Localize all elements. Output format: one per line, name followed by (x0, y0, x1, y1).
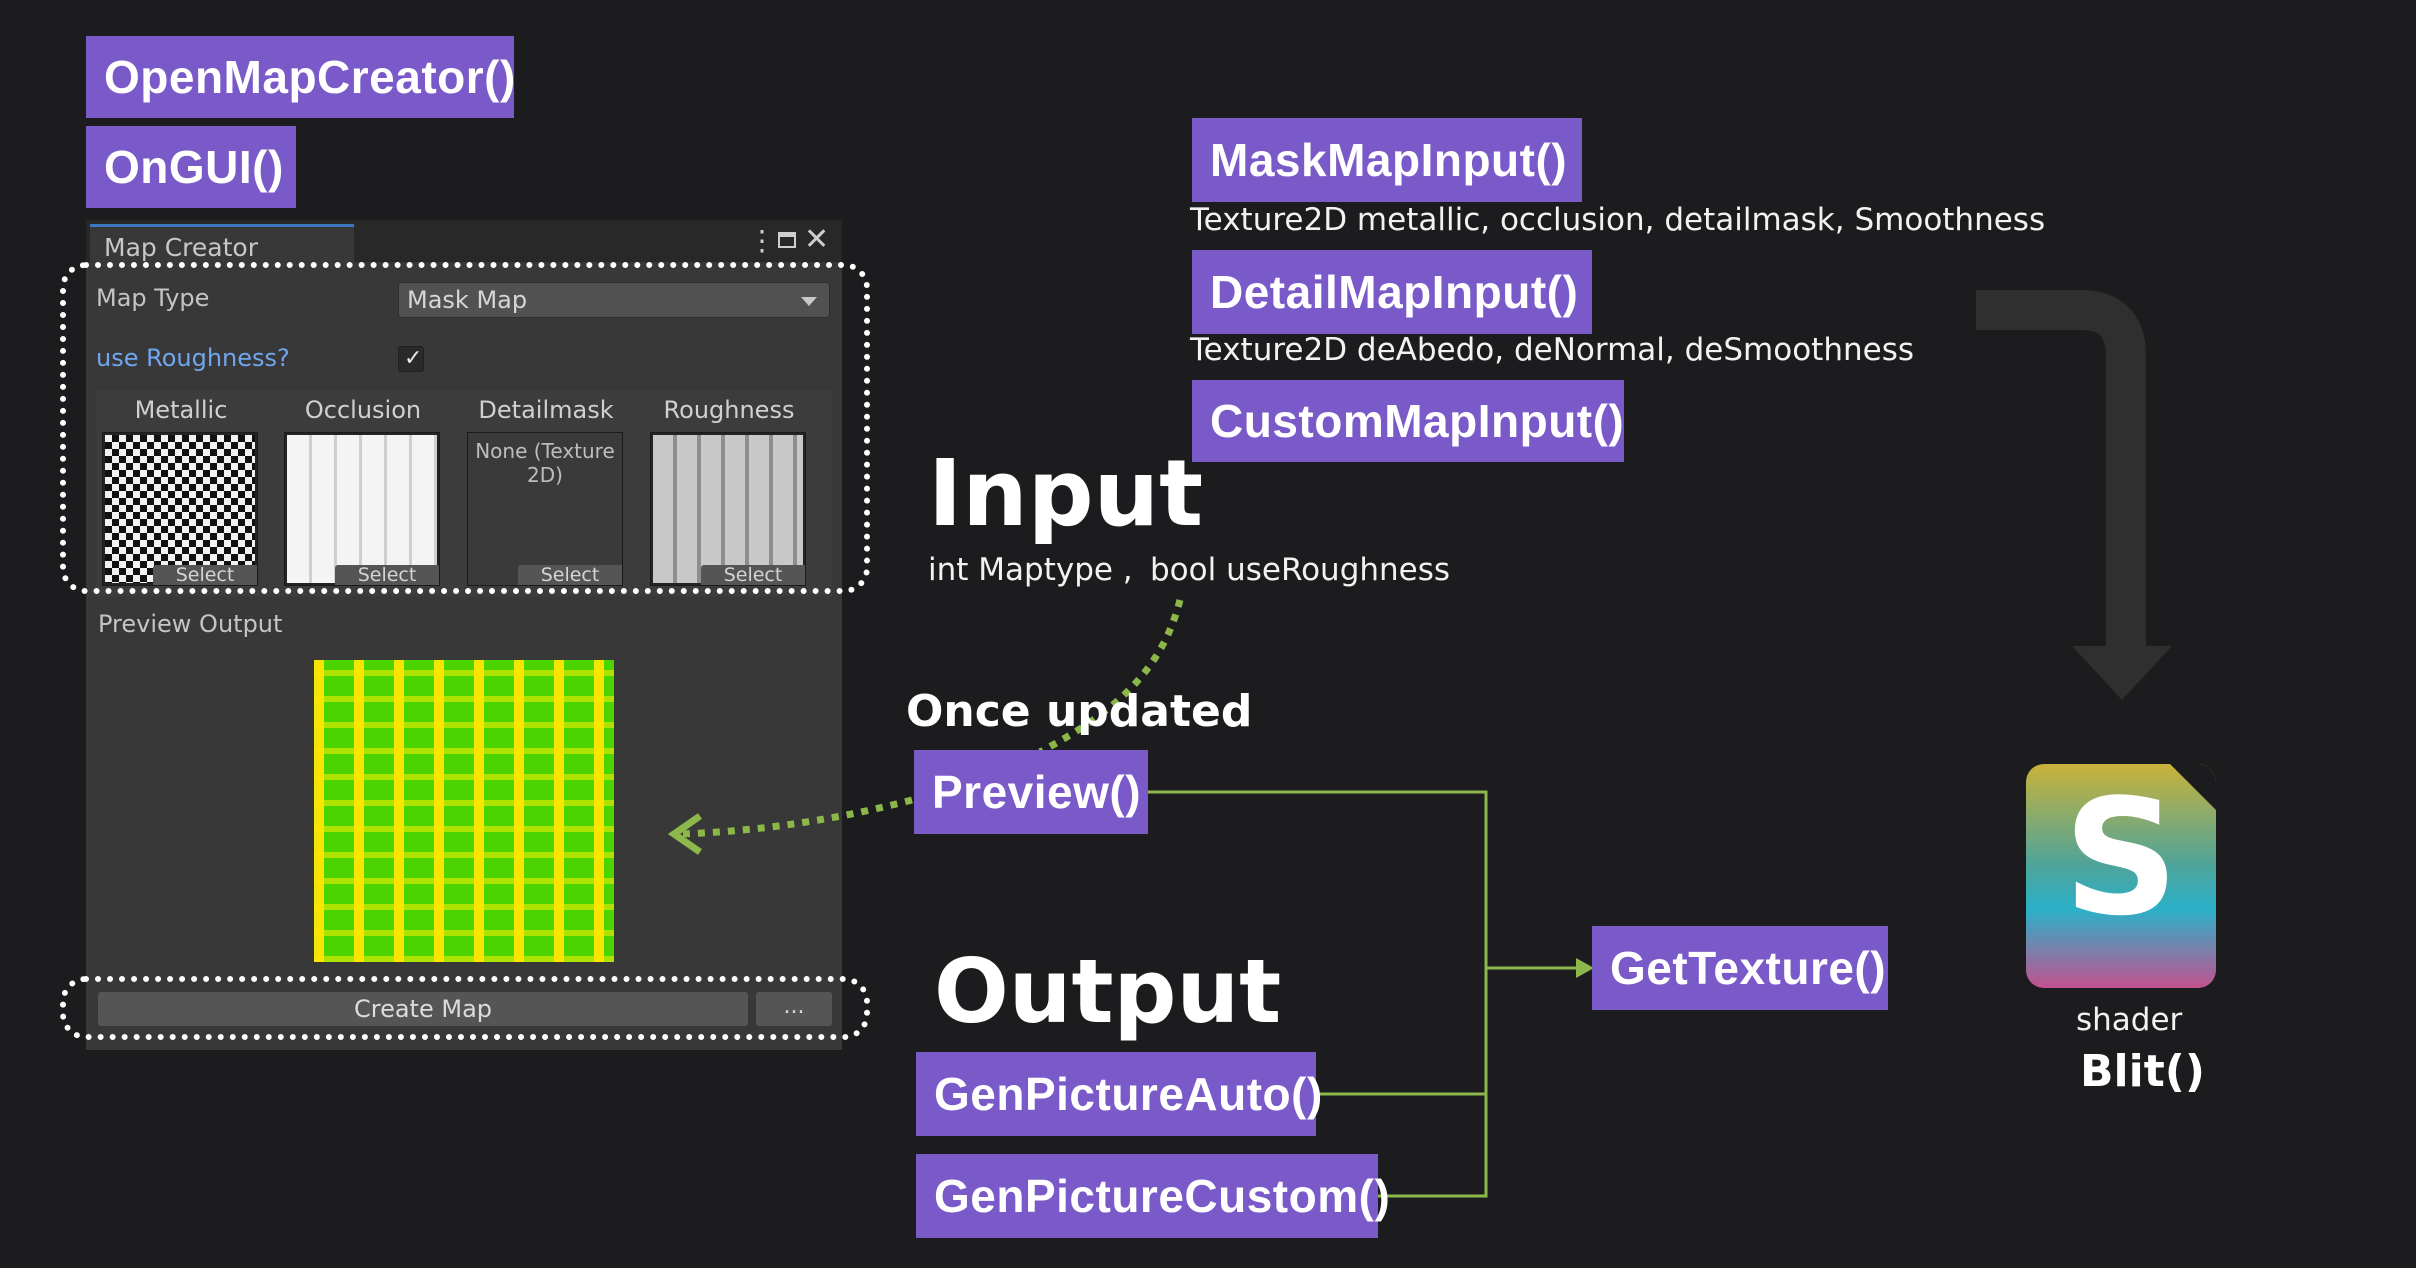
blit-label: Blit() (2080, 1046, 2205, 1097)
gen-picture-auto-box: GenPictureAuto() (916, 1052, 1322, 1136)
detail-map-input-box: DetailMapInput() (1192, 250, 1592, 334)
once-updated-label: Once updated (906, 686, 1253, 737)
window-title: Map Creator (104, 233, 258, 262)
texture-slot-metallic[interactable]: Select (102, 432, 258, 586)
select-button[interactable]: Select (153, 565, 257, 585)
detail-map-input-params: Texture2D deAbedo, deNormal, deSmoothnes… (1190, 332, 1914, 368)
shader-caption: shader (2076, 1002, 2183, 1038)
use-roughness-checkbox[interactable]: ✓ (398, 346, 424, 372)
preview-output-label: Preview Output (98, 610, 283, 638)
mask-map-input-params: Texture2D metallic, occlusion, detailmas… (1190, 202, 2046, 238)
open-map-creator-box: OpenMapCreator() (86, 36, 516, 118)
create-map-button[interactable]: Create Map (98, 992, 748, 1026)
checkmark-icon: ✓ (404, 346, 423, 371)
select-button[interactable]: Select (701, 565, 805, 585)
get-texture-label: GetTexture() (1610, 942, 1887, 994)
window-titlebar: Map Creator ⋮ ✕ (86, 220, 842, 262)
texture-label-roughness: Roughness (663, 396, 795, 424)
detail-map-input-label: DetailMapInput() (1210, 266, 1579, 318)
shader-icon-letter: S (2063, 764, 2179, 951)
preview-box: Preview() (914, 750, 1148, 834)
open-map-creator-label: OpenMapCreator() (104, 51, 516, 103)
empty-texture-text: None (Texture 2D) (475, 439, 615, 487)
select-button[interactable]: Select (335, 565, 439, 585)
texture-slot-detailmask[interactable]: None (Texture 2D) Select (467, 432, 623, 586)
input-highlight-frame (60, 262, 870, 594)
use-roughness-label: use Roughness? (96, 344, 290, 372)
window-tab[interactable]: Map Creator (90, 224, 354, 262)
occlusion-texture-thumbnail (287, 435, 437, 583)
input-to-preview-dotted-line (1038, 599, 1184, 756)
chevron-down-icon (801, 297, 817, 306)
preview-to-gettexture-line (1148, 790, 1488, 1198)
kebab-menu-icon[interactable]: ⋮ (748, 224, 776, 257)
map-type-dropdown[interactable]: Mask Map (398, 282, 830, 318)
maximize-icon[interactable] (778, 232, 796, 248)
select-button[interactable]: Select (518, 565, 622, 585)
output-highlight-frame (60, 976, 870, 1040)
texture-slot-occlusion[interactable]: Select (284, 432, 440, 586)
map-type-value: Mask Map (407, 286, 528, 314)
close-icon[interactable]: ✕ (804, 222, 830, 257)
gettexture-arrowhead (1576, 958, 1594, 978)
metallic-texture-thumbnail (105, 435, 255, 583)
map-creator-window: Map Creator ⋮ ✕ Map Type Mask Map use Ro… (86, 220, 842, 1050)
texture-slot-roughness[interactable]: Select (650, 432, 806, 586)
custom-map-input-box: CustomMapInput() (1192, 380, 1624, 462)
preview-output-image (314, 660, 614, 962)
input-param-useroughness: bool useRoughness (1150, 552, 1451, 588)
big-arrowhead (2072, 646, 2172, 700)
texture-label-occlusion: Occlusion (304, 396, 422, 424)
shader-graph-icon: S (2026, 764, 2216, 988)
preview-label: Preview() (932, 766, 1142, 818)
ongui-label: OnGUI() (104, 141, 284, 193)
input-param-maptype: int Maptype , (928, 552, 1133, 588)
texture-label-metallic: Metallic (134, 396, 228, 424)
input-heading: Input (928, 440, 1204, 547)
gen-picture-custom-box: GenPictureCustom() (916, 1154, 1390, 1238)
gen-picture-auto-label: GenPictureAuto() (934, 1068, 1323, 1120)
ongui-box: OnGUI() (86, 126, 296, 208)
output-heading: Output (934, 940, 1282, 1043)
get-texture-box: GetTexture() (1592, 926, 1888, 1010)
arrowhead-left (667, 813, 702, 855)
preview-to-image-dotted-arrow (679, 796, 913, 838)
gen-picture-custom-label: GenPictureCustom() (934, 1170, 1391, 1222)
shader-icon-fold (2170, 764, 2216, 810)
more-options-button[interactable]: ... (756, 992, 832, 1026)
mask-map-input-label: MaskMapInput() (1210, 134, 1568, 186)
map-type-label: Map Type (96, 284, 210, 312)
texture-label-detailmask: Detailmask (478, 396, 614, 424)
roughness-texture-thumbnail (653, 435, 803, 583)
big-curved-arrow (1976, 290, 2146, 650)
mask-map-input-box: MaskMapInput() (1192, 118, 1582, 202)
custom-map-input-label: CustomMapInput() (1210, 395, 1625, 447)
